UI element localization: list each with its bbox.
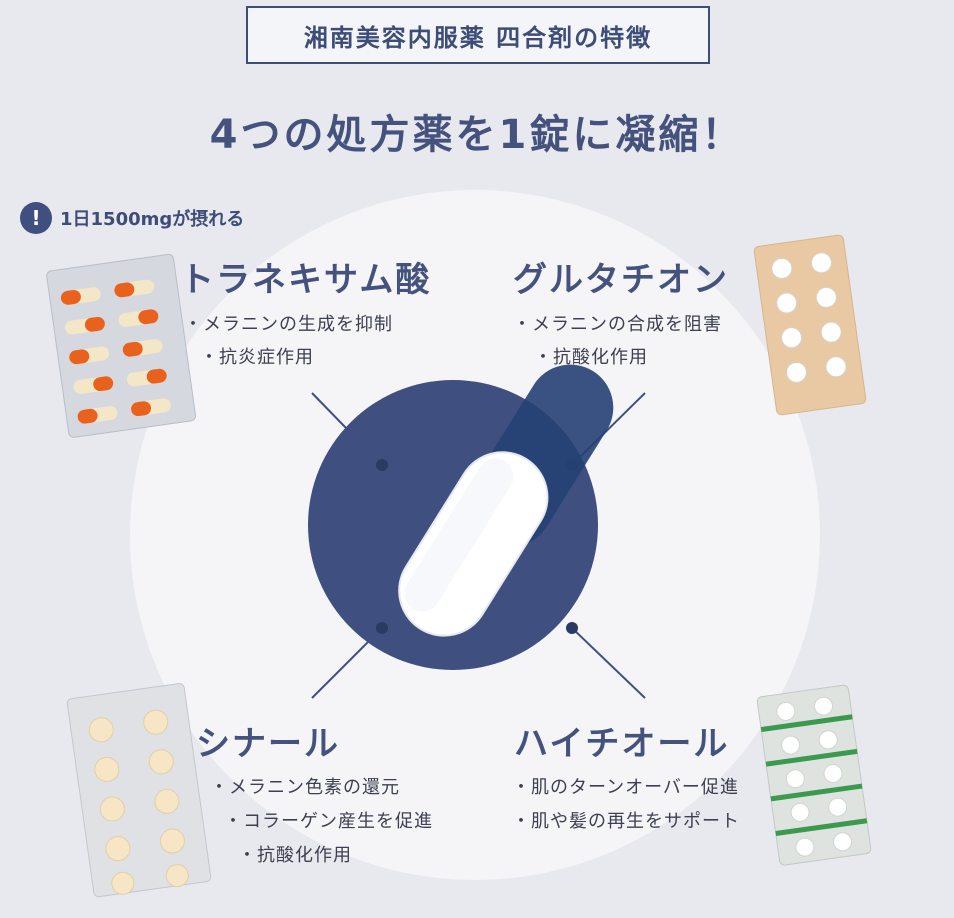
effect-cinal-2: ・コラーゲン産生を促進 [224, 811, 433, 832]
connector-dot-tranexamic [376, 459, 388, 471]
connector-line-tranexamic [311, 392, 383, 466]
drug-name-hythiol: ハイチオール [514, 724, 730, 764]
effect-glutathione-2: ・抗酸化作用 [534, 347, 648, 368]
glutathione-blister-pack [753, 234, 867, 416]
effect-hythiol-1: ・肌のターンオーバー促進 [512, 777, 739, 798]
effect-cinal-3: ・抗酸化作用 [238, 845, 352, 866]
dosage-text: 1日1500mgが摂れる [60, 209, 245, 230]
feature-heading: 湘南美容内服薬 四合剤の特徴 [246, 6, 710, 64]
effect-glutathione-1: ・メラニンの合成を阻害 [513, 314, 722, 335]
dosage-badge: ! 1日1500mgが摂れる [20, 202, 244, 234]
effect-tranexamic-2: ・抗炎症作用 [200, 347, 314, 368]
drug-name-cinal: シナール [196, 724, 340, 764]
hythiol-blister-pack [756, 684, 872, 866]
connector-line-cinal [311, 627, 383, 699]
effect-hythiol-2: ・肌や髪の再生をサポート [512, 811, 740, 832]
effect-cinal-1: ・メラニン色素の還元 [210, 777, 400, 798]
tranexamic-blister-pack [46, 253, 197, 438]
drug-name-glutathione: グルタチオン [513, 260, 729, 300]
connector-line-hythiol [571, 627, 646, 699]
tablet-image [398, 364, 614, 637]
drug-name-tranexamic: トラネキサム酸 [180, 260, 432, 300]
connector-dot-cinal [376, 622, 388, 634]
page-title: 4つの処方薬を1錠に凝縮！ [209, 112, 745, 158]
effect-tranexamic-1: ・メラニンの生成を抑制 [184, 314, 393, 335]
exclamation-icon: ! [20, 202, 52, 234]
cinal-blister-pack [66, 683, 212, 898]
connector-dot-hythiol [566, 622, 578, 634]
